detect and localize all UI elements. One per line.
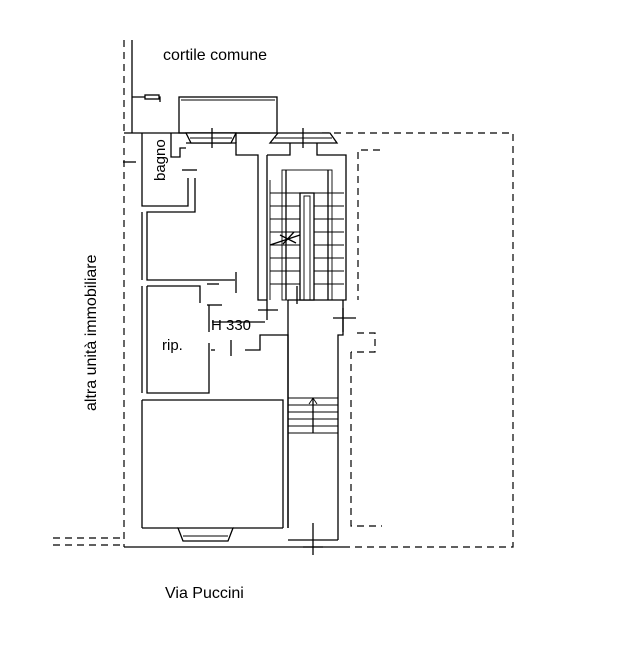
neighbor-unit-label: altra unità immobiliare (83, 254, 100, 411)
courtyard-structure (124, 40, 278, 134)
storage-label: rip. (162, 337, 183, 354)
courtyard-label: cortile comune (163, 47, 267, 64)
stairwell (266, 143, 347, 301)
bathroom-label: bagno (152, 139, 169, 181)
street-label: Via Puccini (165, 585, 244, 602)
apartment-walls (141, 133, 343, 529)
bottom-window (177, 527, 234, 542)
left-boundary (53, 40, 125, 547)
top-windows (184, 128, 339, 148)
door-markers (123, 161, 356, 555)
entrance-corridor (287, 300, 344, 541)
ceiling-height-label: H 330 (211, 317, 251, 334)
adjacent-property-boundary (322, 132, 514, 548)
